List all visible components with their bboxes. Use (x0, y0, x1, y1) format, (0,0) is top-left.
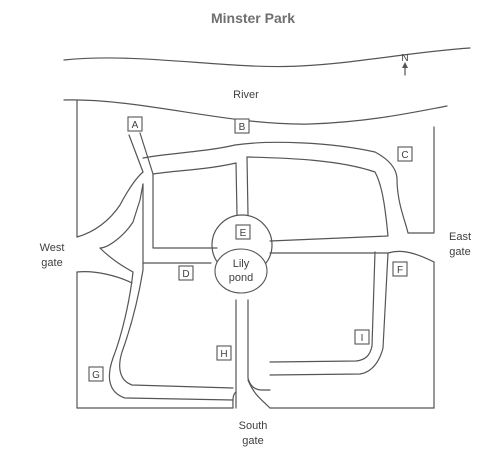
marker-C: C (397, 146, 413, 162)
marker-H: H (216, 345, 232, 361)
pond-label-line1: Lily (233, 258, 250, 270)
river: River (63, 47, 471, 125)
marker-G: G (88, 366, 104, 382)
marker-I-label: I (361, 333, 364, 344)
marker-F: F (392, 261, 408, 277)
marker-E: E (235, 224, 251, 240)
east-gate-label-line2: gate (449, 246, 470, 258)
marker-B-label: B (239, 122, 246, 133)
pond-label-line2: pond (229, 272, 253, 284)
north-arrow-icon: N (401, 53, 409, 76)
park-paths (76, 132, 435, 409)
marker-A: A (127, 116, 143, 132)
west-gate-label-line2: gate (41, 257, 62, 269)
river-label: River (233, 89, 259, 101)
map-title: Minster Park (211, 10, 295, 26)
compass-label: N (401, 53, 408, 64)
east-gate-label-line1: East (449, 231, 471, 243)
marker-B: B (234, 118, 250, 134)
marker-F-label: F (397, 265, 403, 276)
marker-D-label: D (182, 269, 189, 280)
marker-I: I (354, 329, 370, 345)
marker-G-label: G (92, 370, 100, 381)
west-gate-label-line1: West (40, 242, 65, 254)
marker-A-label: A (132, 120, 139, 131)
south-gate-label-line2: gate (242, 435, 263, 447)
marker-C-label: C (401, 150, 408, 161)
marker-D: D (178, 265, 194, 281)
marker-E-label: E (240, 228, 247, 239)
park-boundary (76, 99, 435, 409)
lily-pond (214, 248, 268, 294)
marker-H-label: H (220, 349, 227, 360)
south-gate-label-line1: South (239, 420, 268, 432)
